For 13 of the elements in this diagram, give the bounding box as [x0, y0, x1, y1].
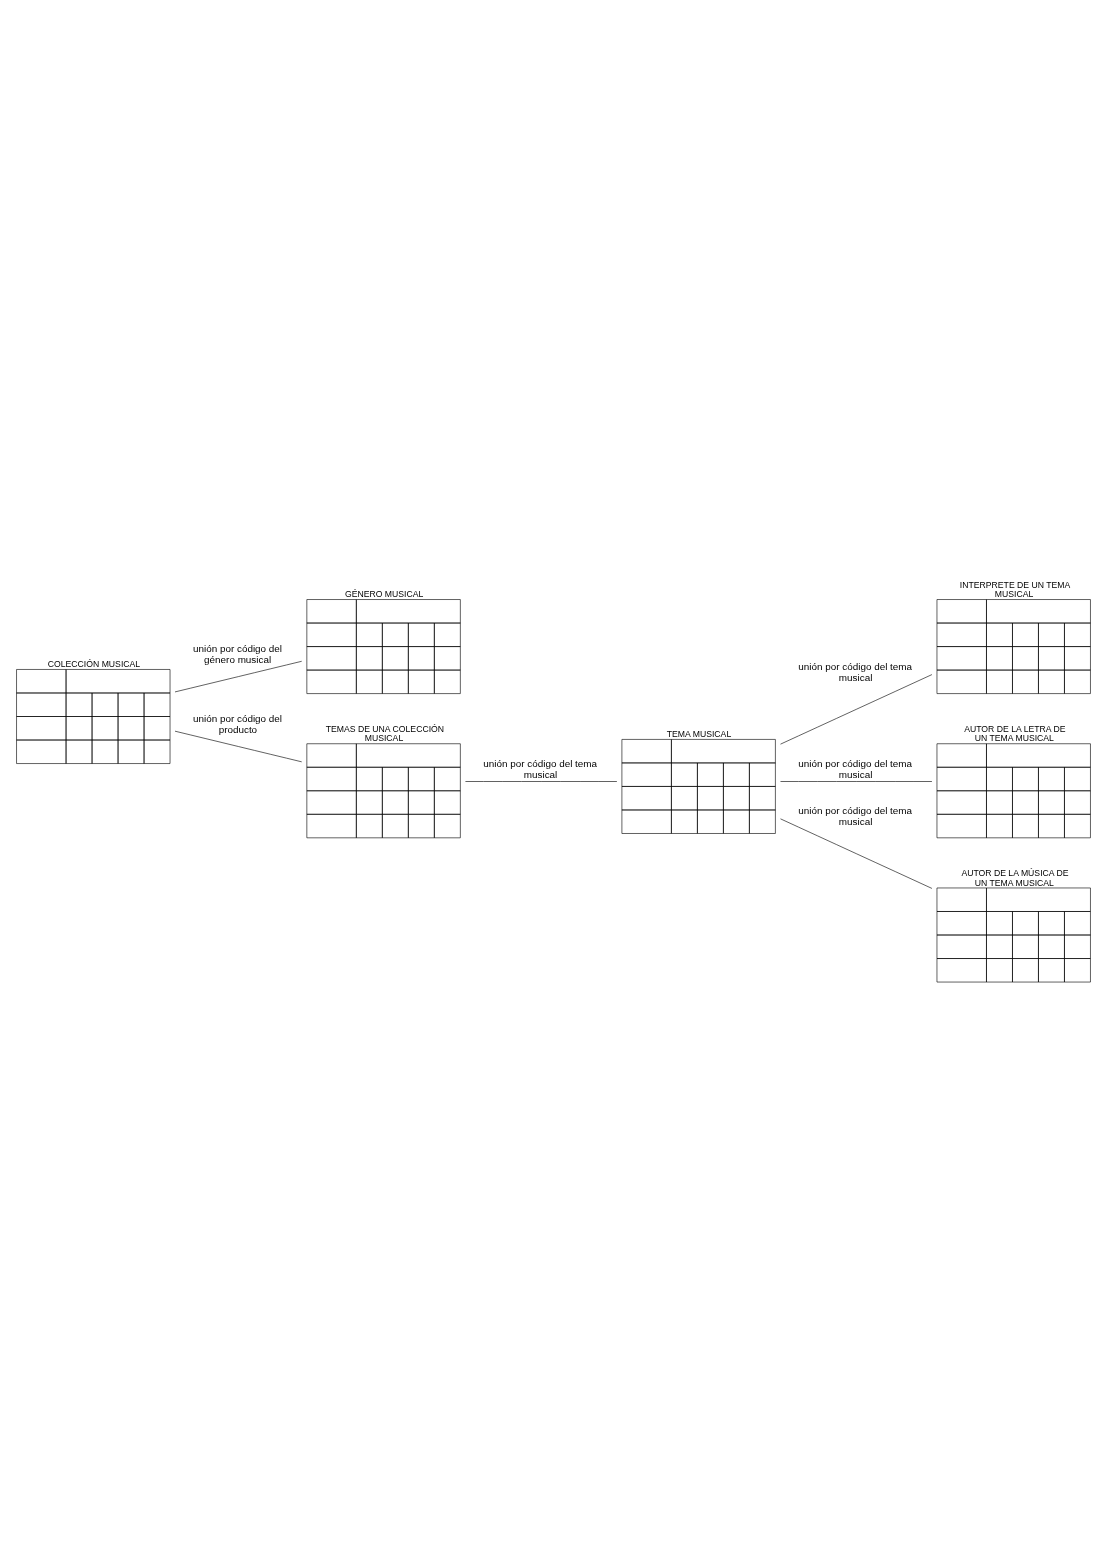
edge-label: unión por código del género musical [192, 642, 283, 665]
node-label: INTERPRETE DE UN TEMA MUSICAL [959, 579, 1071, 599]
node-label: GÉNERO MUSICAL [344, 588, 424, 599]
edge-label: unión por código del producto [192, 712, 283, 735]
node-label: AUTOR DE LA LETRA DE UN TEMA MUSICAL [964, 723, 1066, 743]
node-label: TEMAS DE UNA COLECCIÓN MUSICAL [325, 723, 445, 743]
node-label: AUTOR DE LA MÚSICA DE UN TEMA MUSICAL [961, 867, 1069, 888]
edge-label: unión por código del tema musical [798, 660, 913, 683]
node-label: TEMA MUSICAL [666, 728, 732, 739]
edge-label: unión por código del tema musical [798, 757, 913, 780]
edge-label: unión por código del tema musical [483, 757, 598, 780]
node-label: COLECCIÓN MUSICAL [47, 658, 141, 669]
edge-label: unión por código del tema musical [798, 804, 913, 827]
